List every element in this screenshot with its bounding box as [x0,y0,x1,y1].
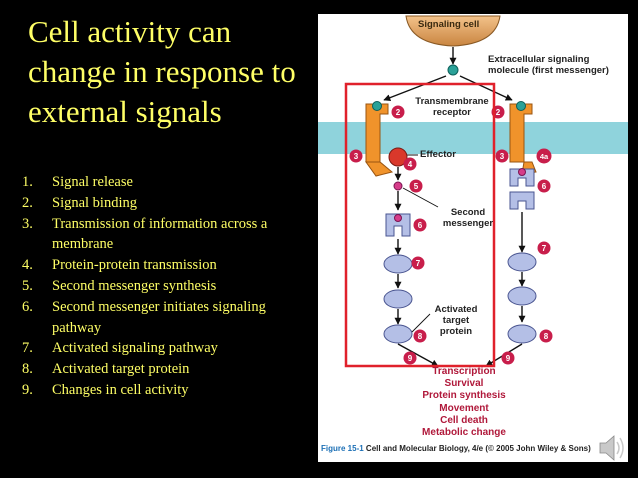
receptor-left-arm [365,161,394,177]
pointer-line [411,313,431,333]
svg-text:5: 5 [414,182,419,191]
step-badge: 2 [391,105,405,119]
svg-text:7: 7 [542,244,547,253]
step-badge: 5 [409,179,423,193]
step-badge: 6 [537,179,551,193]
step-badge: 3 [495,149,509,163]
signaling-diagram: 2 2 3 3 4 4a 5 6 6 7 7 8 8 9 9 [318,15,628,368]
list-item: 1.Signal release [22,174,133,190]
kinase-protein [509,168,535,187]
list-item: 2.Signal binding [22,194,137,211]
arrow [383,75,447,101]
step-badge: 8 [539,329,553,343]
figure-source: Cell and Molecular Biology, 4/e (© 2005 … [365,444,591,453]
signaling-cell-label: Signaling cell [418,19,480,30]
outcome-item: Survival [444,378,484,390]
svg-text:9: 9 [506,354,511,363]
target-protein [507,324,537,344]
second-messenger-molecule [393,181,403,191]
slide-title: Cell activity can change in response to … [28,14,296,129]
pathway-protein [507,286,537,306]
list-item: 7.Activated signaling pathway [22,340,218,357]
arrow [397,343,439,367]
pointer-line [402,187,439,208]
cell-activity-changes: Transcription Survival Protein synthesis… [400,366,528,439]
kinase-protein [385,213,411,237]
svg-text:8: 8 [418,332,423,341]
list-item: 3.Transmission of information across a m… [22,215,268,253]
highlight-box [344,82,496,368]
svg-text:3: 3 [500,152,505,161]
pathway-protein [507,252,537,272]
svg-text:6: 6 [418,221,423,230]
list-item: 8.Activated target protein [22,361,190,378]
step-badge: 9 [501,351,515,365]
outcome-item: Transcription [432,366,496,377]
step-badge: 4a [536,148,552,164]
step-badge: 4 [403,157,417,171]
second-messenger-molecule [394,214,402,222]
svg-text:9: 9 [408,354,413,363]
signaling-figure: 2 2 3 3 4 4a 5 6 6 7 7 8 8 9 9 Signaling… [318,14,628,462]
receptor-label: Transmembrane receptor [415,96,489,118]
outcome-item: Metabolic change [422,427,506,439]
first-messenger-label: Extracellular signaling molecule (first … [488,54,609,76]
cell-membrane [318,122,628,154]
step-badge: 7 [411,256,425,270]
kinase-protein [509,191,535,210]
svg-text:2: 2 [396,108,401,117]
target-protein [383,324,413,344]
outcome-item: Protein synthesis [422,390,506,402]
list-item: 9.Changes in cell activity [22,381,189,398]
list-item: 4.Protein-protein transmission [22,257,217,274]
figure-number: Figure 15-1 [321,444,364,453]
outcome-item: Cell death [440,414,488,426]
target-protein-label: Activated target protein [434,304,478,337]
effector [388,147,408,167]
outcome-item: Movement [439,402,489,414]
pathway-protein [383,289,413,309]
pathway-protein [383,254,413,274]
step-badge: 3 [349,149,363,163]
svg-text:8: 8 [544,332,549,341]
step-badge: 7 [537,241,551,255]
svg-text:7: 7 [416,259,421,268]
step-badge: 8 [413,329,427,343]
bound-ligand [372,101,382,111]
list-item: 5.Second messenger synthesis [22,277,217,294]
arrow [459,75,513,101]
second-messenger-molecule [518,168,526,176]
effector-label: Effector [420,149,456,160]
svg-text:2: 2 [496,108,501,117]
signaling-cell [405,15,501,47]
step-badge: 6 [413,218,427,232]
receptor-right [509,103,533,163]
svg-text:6: 6 [542,182,547,191]
list-item: 6.Second messenger initiates signaling p… [22,298,266,336]
step-badge: 9 [403,351,417,365]
step-list: 1.Signal release 2.Signal binding 3.Tran… [22,172,292,401]
bound-ligand [516,101,526,111]
svg-text:4: 4 [408,160,413,169]
svg-text:3: 3 [354,152,359,161]
speaker-icon[interactable] [596,430,628,466]
figure-caption: Figure 15-1 Cell and Molecular Biology, … [321,444,591,453]
svg-text:4a: 4a [540,152,549,161]
second-messenger-label: Second messenger [442,207,494,229]
first-messenger-molecule [447,64,459,76]
